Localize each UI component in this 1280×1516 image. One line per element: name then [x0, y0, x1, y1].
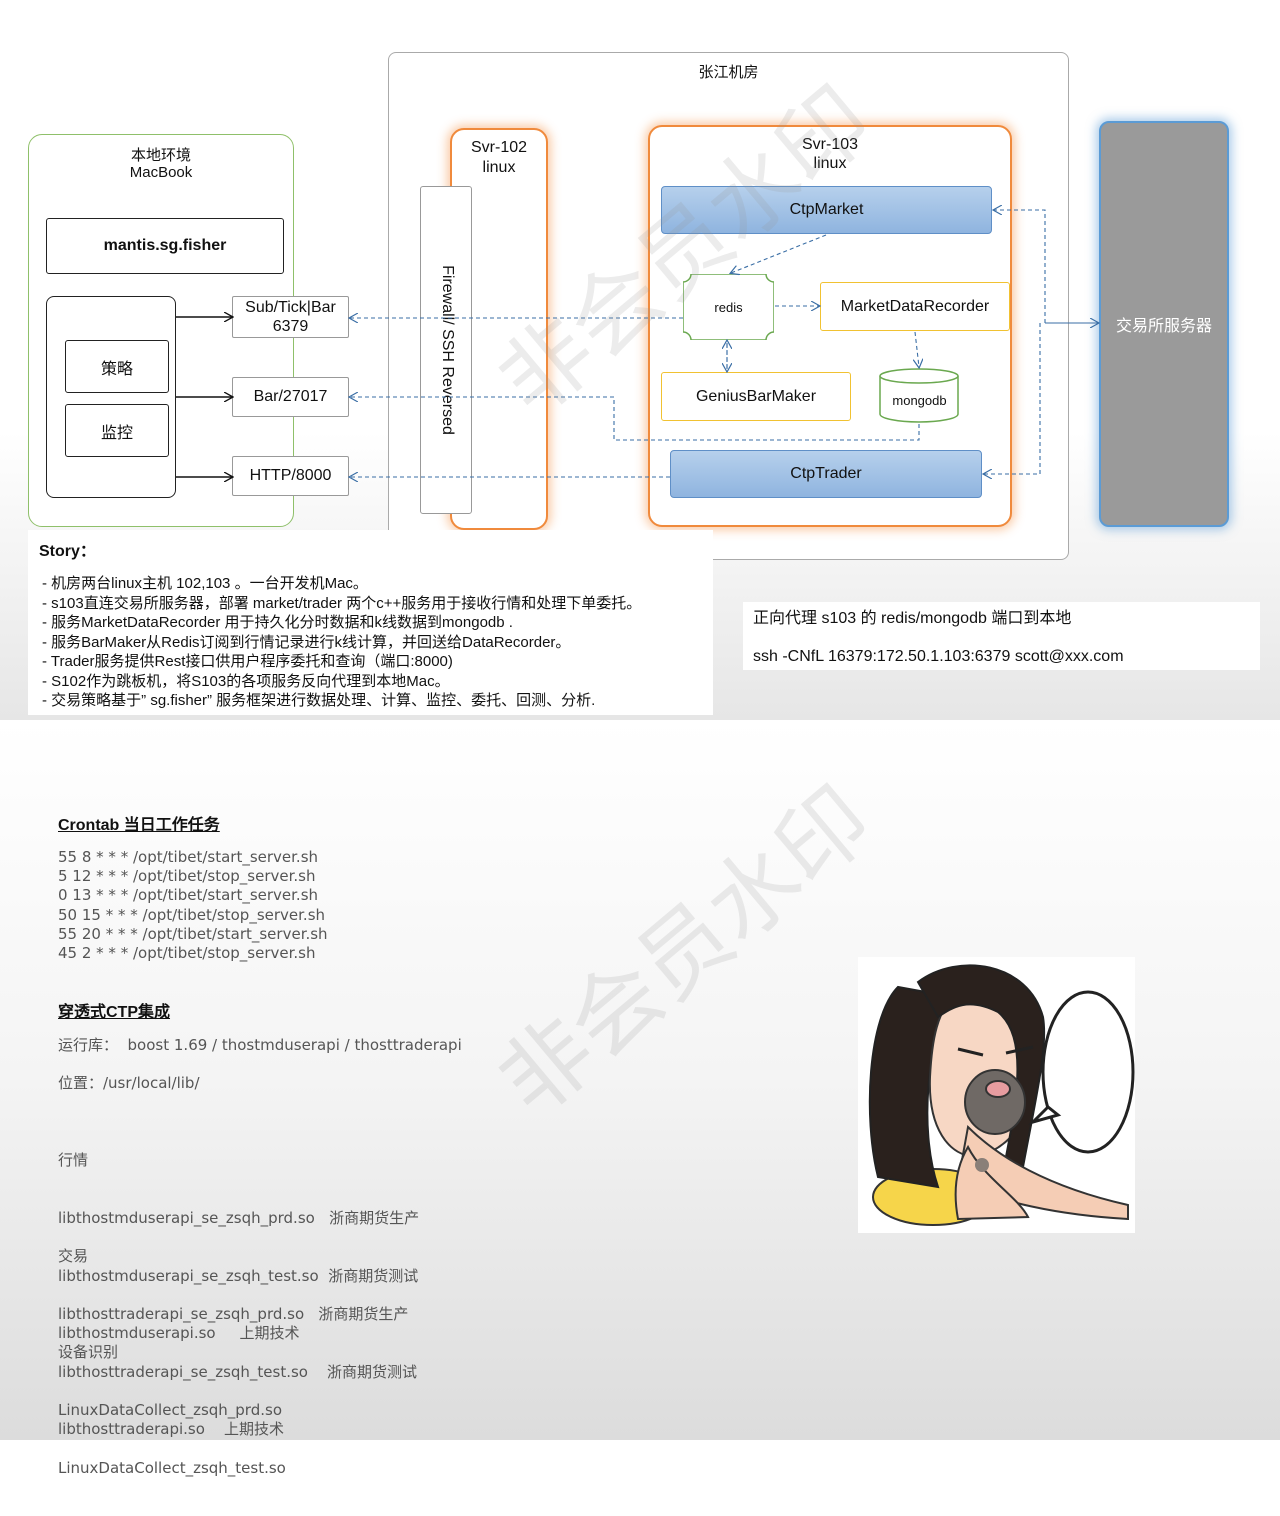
notes-slide: Crontab 当日工作任务 55 8 * * * /opt/tibet/sta… — [0, 720, 1280, 1477]
crontab-title: Crontab 当日工作任务 — [58, 817, 220, 834]
story-line: - S102作为跳板机，将S103的各项服务反向代理到本地Mac。 — [42, 672, 450, 690]
ctp-runtime: 运行库： boost 1.69 / thostmduserapi / thost… — [58, 1036, 462, 1054]
port-http-box: HTTP/8000 — [232, 456, 349, 496]
cartoon-illustration — [868, 964, 1135, 1226]
crontab-line: 55 8 * * * /opt/tibet/start_server.sh — [58, 848, 319, 866]
strategy-box: 策略 — [65, 340, 169, 393]
crontab-line: 55 20 * * * /opt/tibet/start_server.sh — [58, 924, 328, 943]
svr103-os: linux — [813, 154, 847, 172]
sticker-image — [858, 957, 1135, 1233]
local-env-subtitle: MacBook — [129, 164, 193, 181]
svr102-os: linux — [482, 158, 516, 176]
ctp-td-section: 交易 libthosttraderapi_se_zsqh_prd.so 浙商期货… — [58, 1209, 417, 1478]
redis-shape — [683, 274, 774, 340]
ctpmarket-box: CtpMarket — [661, 186, 992, 234]
port-sub-label: Sub/Tick|Bar — [245, 299, 336, 316]
ctp-location: 位置：/usr/local/lib/ — [58, 1074, 200, 1092]
mdrecorder-box: MarketDataRecorder — [820, 282, 1010, 331]
redis-label: redis — [714, 299, 743, 315]
port-bar-box: Bar/27017 — [232, 377, 349, 417]
firewall-box: Firewall/ SSH Reversed — [420, 186, 472, 514]
exchange-server-box: 交易所服务器 — [1099, 121, 1229, 527]
ctp-md-section: 行情 libthostmduserapi_se_zsqh_prd.so 浙商期货… — [58, 1113, 419, 1382]
ctp-dev-line: LinuxDataCollect_zsqh_prd.so — [58, 1401, 282, 1420]
svr102-name: Svr-102 — [470, 138, 528, 156]
story-lines: - 机房两台linux主机 102,103 。一台开发机Mac。 - s103直… — [42, 574, 722, 711]
connector-lines — [176, 0, 1280, 720]
ctp-dev-line: LinuxDataCollect_zsqh_test.so — [58, 1458, 286, 1477]
ctptrader-box: CtpTrader — [670, 450, 982, 498]
ctp-dev-title: 设备识别 — [58, 1343, 119, 1362]
story-line: - s103直连交易所服务器，部署 market/trader 两个c++服务用… — [42, 594, 642, 612]
story-line: - 服务MarketDataRecorder 用于持久化分时数据和k线数据到mo… — [42, 614, 513, 631]
ctp-td-line: libthosttraderapi_se_zsqh_test.so 浙商期货测试 — [58, 1362, 418, 1381]
barmaker-box: GeniusBarMaker — [661, 372, 851, 421]
ctp-md-line: libthostmduserapi_se_zsqh_test.so 浙商期货测试 — [58, 1266, 419, 1285]
svr103-name: Svr-103 — [801, 135, 859, 153]
crontab-line: 50 15 * * * /opt/tibet/stop_server.sh — [58, 905, 326, 924]
crontab-line: 45 2 * * * /opt/tibet/stop_server.sh — [58, 944, 316, 963]
crontab-line: 5 12 * * * /opt/tibet/stop_server.sh — [58, 867, 316, 886]
ctp-td-title: 交易 — [58, 1247, 89, 1266]
local-env-title: 本地环境 — [130, 147, 191, 164]
architecture-slide: 张江机房 本地环境 MacBook mantis.sg.fisher 策略 监控… — [0, 0, 1280, 720]
ctp-title: 穿透式CTP集成 — [58, 1004, 171, 1021]
port-sub-number: 6379 — [272, 318, 309, 335]
story-line: - Trader服务提供Rest接口供用户程序委托和查询（端口:8000) — [42, 653, 453, 670]
mongodb-label: mongodb — [892, 392, 947, 408]
port-sub-box: Sub/Tick|Bar 6379 — [232, 296, 349, 338]
story-line: - 服务BarMaker从Redis订阅到行情记录进行k线计算，并回送给Data… — [42, 633, 571, 651]
proxy-panel: 正向代理 s103 的 redis/mongodb 端口到本地 ssh -CNf… — [743, 602, 1260, 670]
ctp-md-line: libthostmduserapi_se_zsqh_prd.so 浙商期货生产 — [58, 1209, 420, 1228]
crontab-lines: 55 8 * * * /opt/tibet/start_server.sh 5 … — [58, 848, 328, 963]
monitor-box: 监控 — [65, 404, 169, 457]
ctp-dev-section: 设备识别 LinuxDataCollect_zsqh_prd.so LinuxD… — [58, 1305, 286, 1516]
ctp-md-title: 行情 — [58, 1151, 89, 1170]
story-title: Story： — [39, 543, 96, 560]
story-line: - 交易策略基于” sg.fisher” 服务框架进行数据处理、计算、监控、委托… — [42, 692, 596, 709]
ctp-td-line: libthosttraderapi_se_zsqh_prd.so 浙商期货生产 — [58, 1305, 409, 1324]
proxy-line-1: 正向代理 s103 的 redis/mongodb 端口到本地 — [753, 610, 1072, 627]
client-group — [46, 296, 176, 498]
datacenter-title: 张江机房 — [698, 63, 759, 81]
story-line: - 机房两台linux主机 102,103 。一台开发机Mac。 — [42, 575, 368, 592]
mongodb-cylinder — [879, 368, 959, 423]
story-panel — [28, 530, 713, 715]
crontab-line: 0 13 * * * /opt/tibet/start_server.sh — [58, 886, 319, 905]
proxy-line-2: ssh -CNfL 16379:172.50.1.103:6379 scott@… — [753, 648, 1124, 665]
ctp-td-line: libthosttraderapi.so 上期技术 — [58, 1420, 284, 1439]
ctp-md-line: libthostmduserapi.so 上期技术 — [58, 1324, 300, 1343]
mantis-box: mantis.sg.fisher — [46, 218, 284, 274]
